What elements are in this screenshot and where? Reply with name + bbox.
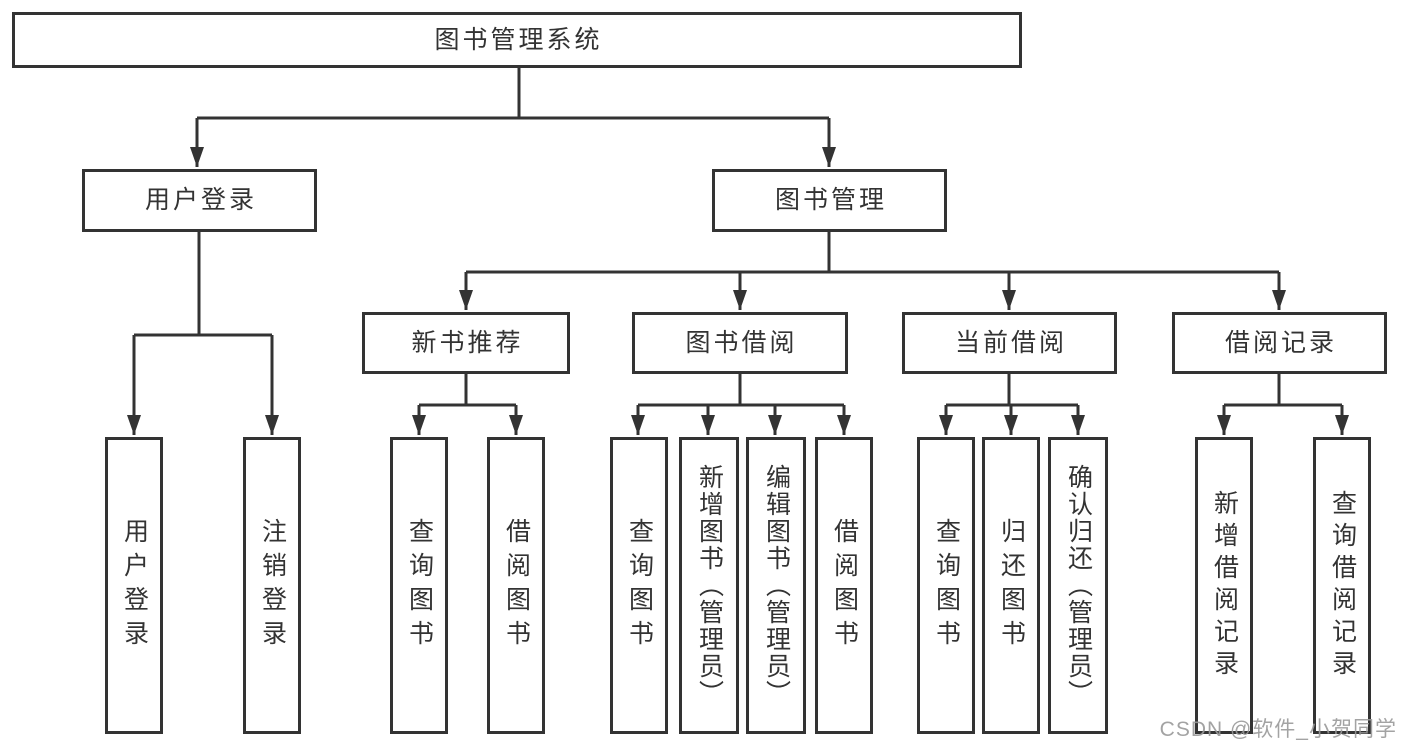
leaf-label: 确认归还（管理员） xyxy=(1064,464,1093,707)
watermark-csdn: CSDN @软件_小贺同学 xyxy=(1159,718,1397,741)
node-label: 新书推荐 xyxy=(411,328,524,357)
leaf-add-books-admin: 新增图书（管理员） xyxy=(679,437,739,734)
node-new-book-recommendation: 新书推荐 xyxy=(362,312,570,374)
node-book-borrowing: 图书借阅 xyxy=(632,312,848,374)
leaf-return-books: 归还图书 xyxy=(982,437,1040,734)
leaf-borrow-books: 借阅图书 xyxy=(815,437,873,734)
node-library-management-system: 图书管理系统 xyxy=(12,12,1022,68)
leaf-query-books-recommendation: 查询图书 xyxy=(390,437,448,734)
node-user-login-branch: 用户登录 xyxy=(82,169,317,232)
leaf-label: 借阅图书 xyxy=(830,517,859,654)
leaf-user-login: 用户登录 xyxy=(105,437,163,734)
leaf-label: 新增借阅记录 xyxy=(1210,489,1239,682)
leaf-query-books-current: 查询图书 xyxy=(917,437,975,734)
leaf-label: 注销登录 xyxy=(258,517,287,654)
leaf-label: 编辑图书（管理员） xyxy=(762,464,791,707)
leaf-query-books-borrowing: 查询图书 xyxy=(610,437,668,734)
node-label: 图书借阅 xyxy=(685,328,798,357)
node-label: 图书管理 xyxy=(774,186,887,214)
leaf-label: 查询借阅记录 xyxy=(1328,489,1357,682)
leaf-borrow-books-recommendation: 借阅图书 xyxy=(487,437,545,734)
leaf-label: 用户登录 xyxy=(120,517,149,654)
leaf-confirm-return-admin: 确认归还（管理员） xyxy=(1048,437,1108,734)
leaf-label: 查询图书 xyxy=(405,517,434,654)
node-book-management: 图书管理 xyxy=(712,169,947,232)
leaf-query-borrow-record: 查询借阅记录 xyxy=(1313,437,1371,734)
node-label: 借阅记录 xyxy=(1224,328,1337,357)
leaf-label: 新增图书（管理员） xyxy=(695,464,724,707)
leaf-logout: 注销登录 xyxy=(243,437,301,734)
leaf-add-borrow-record: 新增借阅记录 xyxy=(1195,437,1253,734)
node-label: 当前借阅 xyxy=(954,328,1067,357)
leaf-label: 查询图书 xyxy=(932,517,961,654)
node-label: 图书管理系统 xyxy=(434,25,603,54)
node-borrowing-records: 借阅记录 xyxy=(1172,312,1387,374)
leaf-label: 归还图书 xyxy=(997,517,1026,654)
node-current-borrowing: 当前借阅 xyxy=(902,312,1117,374)
leaf-label: 借阅图书 xyxy=(502,517,531,654)
leaf-label: 查询图书 xyxy=(625,517,654,654)
node-label: 用户登录 xyxy=(144,186,257,214)
leaf-edit-books-admin: 编辑图书（管理员） xyxy=(746,437,806,734)
